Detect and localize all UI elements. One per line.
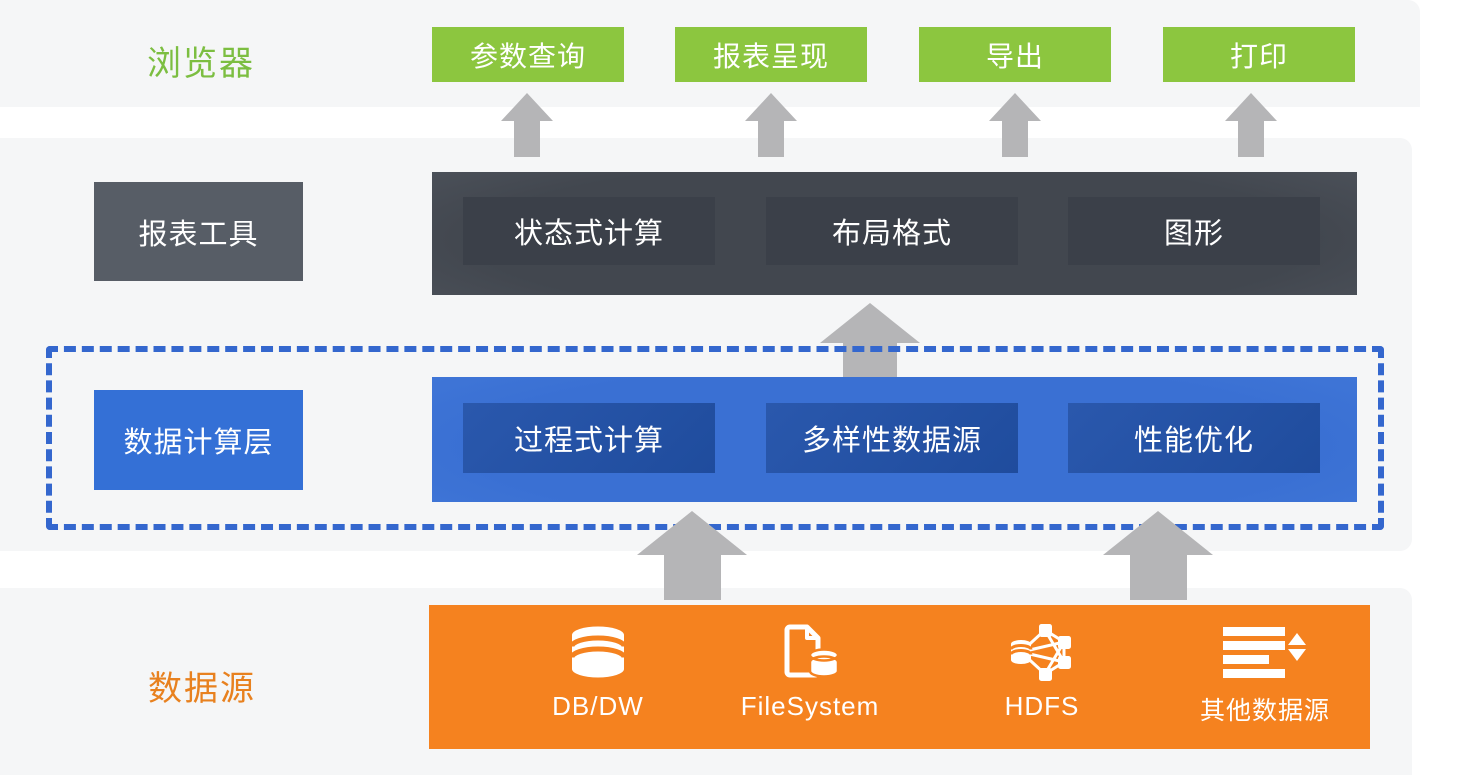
database-icon <box>570 623 626 681</box>
up-arrow-icon <box>1103 508 1213 600</box>
source-item-label: DB/DW <box>552 691 644 721</box>
source-item-filesystem: FileSystem <box>715 623 905 722</box>
source-item-label: 其他数据源 <box>1199 697 1330 725</box>
compute-layer-bar: 过程式计算 多样性数据源 性能优化 <box>432 377 1357 502</box>
procedural-computing-box: 过程式计算 <box>463 403 715 473</box>
source-item-label: FileSystem <box>740 691 880 721</box>
print-button[interactable]: 打印 <box>1163 27 1355 82</box>
layout-format-box: 布局格式 <box>766 197 1018 265</box>
compute-layer-label: 数据计算层 <box>94 390 303 490</box>
data-source-zone-label: 数据源 <box>148 670 256 708</box>
report-render-button[interactable]: 报表呈现 <box>675 27 867 82</box>
performance-optimization-box: 性能优化 <box>1068 403 1320 473</box>
browser-zone-label: 浏览器 <box>147 45 255 83</box>
up-arrow-icon <box>1225 90 1277 157</box>
up-arrow-icon <box>745 90 797 157</box>
data-source-bar: DB/DW FileSystem <box>429 605 1370 749</box>
param-query-button[interactable]: 参数查询 <box>432 27 624 82</box>
hdfs-cluster-icon <box>1009 623 1075 681</box>
source-item-other: 其他数据源 <box>1170 623 1360 727</box>
up-arrow-icon <box>989 90 1041 157</box>
up-arrow-icon <box>501 90 553 157</box>
graphics-box: 图形 <box>1068 197 1320 265</box>
export-button[interactable]: 导出 <box>919 27 1111 82</box>
source-item-label: HDFS <box>1004 691 1080 721</box>
diverse-datasource-box: 多样性数据源 <box>766 403 1018 473</box>
report-tool-bar: 状态式计算 布局格式 图形 <box>432 172 1357 295</box>
filesystem-icon <box>777 623 843 681</box>
stateful-computing-box: 状态式计算 <box>463 197 715 265</box>
source-item-hdfs: HDFS <box>947 623 1137 722</box>
up-arrow-icon <box>637 508 747 600</box>
source-item-dbdw: DB/DW <box>503 623 693 722</box>
report-tool-label: 报表工具 <box>94 182 303 281</box>
other-sources-icon <box>1223 623 1307 681</box>
